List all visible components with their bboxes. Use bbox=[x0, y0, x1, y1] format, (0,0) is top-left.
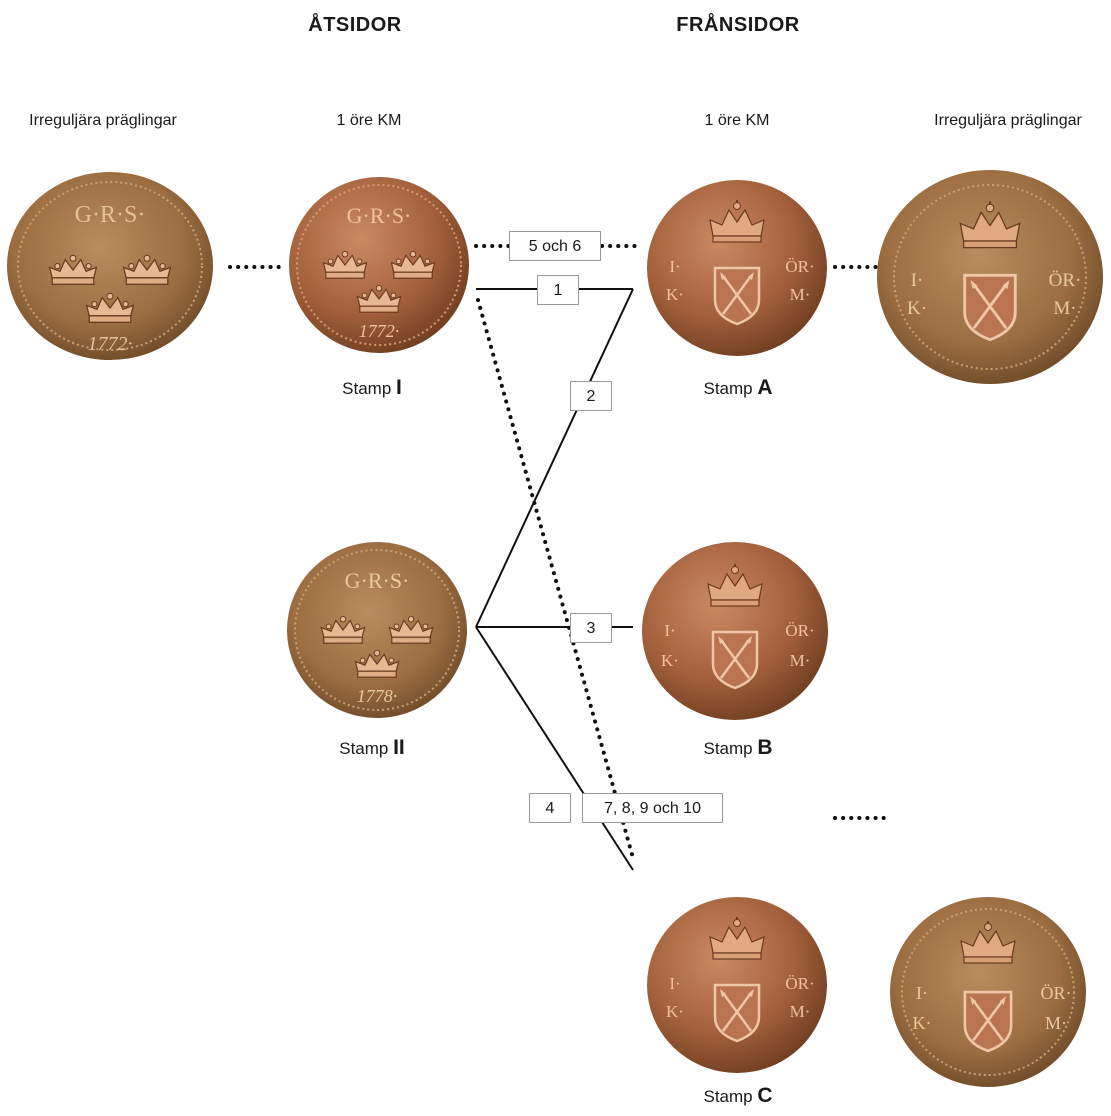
obverse-legend: G·R·S· bbox=[75, 202, 146, 228]
solid-link-II-A bbox=[476, 289, 633, 627]
link-label-4: 4 bbox=[529, 793, 571, 823]
svg-text:I·: I· bbox=[669, 257, 680, 276]
svg-text:K·: K· bbox=[666, 1002, 684, 1021]
coin-stamp-C: I· K· ÖR· M· bbox=[645, 895, 830, 1075]
svg-text:K·: K· bbox=[666, 285, 684, 304]
coin-irregular-reverse-C: I· K· ÖR· M· bbox=[888, 895, 1088, 1090]
coin-stamp-A: I· K· ÖR· M· bbox=[645, 178, 830, 358]
svg-text:I·: I· bbox=[669, 974, 680, 993]
stamp-label-A: Stamp A bbox=[703, 376, 772, 400]
svg-text:K·: K· bbox=[913, 1013, 932, 1033]
svg-text:I·: I· bbox=[664, 621, 675, 640]
solid-link-II-C bbox=[476, 627, 633, 870]
svg-text:ÖR·: ÖR· bbox=[785, 974, 814, 993]
coin-stamp-B: I· K· ÖR· M· bbox=[640, 540, 830, 722]
coin-irregular-obverse: G·R·S· 1772· bbox=[5, 170, 215, 362]
svg-text:ÖR·: ÖR· bbox=[785, 257, 814, 276]
coin-stamp-II: G·R·S· 1778· bbox=[285, 540, 470, 720]
svg-text:I·: I· bbox=[911, 270, 924, 291]
svg-text:M·: M· bbox=[1053, 298, 1076, 319]
stamp-label-C: Stamp C bbox=[703, 1084, 772, 1108]
stamp-label-I: Stamp I bbox=[342, 376, 402, 400]
svg-text:1772·: 1772· bbox=[359, 321, 400, 341]
svg-text:M·: M· bbox=[1045, 1013, 1067, 1033]
svg-text:K·: K· bbox=[907, 298, 927, 319]
link-label-3: 3 bbox=[570, 613, 612, 643]
link-label-5-och-6: 5 och 6 bbox=[509, 231, 601, 261]
svg-text:M·: M· bbox=[790, 651, 811, 670]
svg-text:K·: K· bbox=[661, 651, 679, 670]
svg-text:ÖR·: ÖR· bbox=[1049, 270, 1082, 291]
svg-text:ÖR·: ÖR· bbox=[785, 621, 814, 640]
svg-text:M·: M· bbox=[790, 1002, 811, 1021]
link-label-1: 1 bbox=[537, 275, 579, 305]
link-label-7-8-9-och-10: 7, 8, 9 och 10 bbox=[582, 793, 723, 823]
svg-text:1778·: 1778· bbox=[357, 686, 398, 706]
svg-text:M·: M· bbox=[790, 285, 811, 304]
coin-stamp-I: G·R·S· 1772· bbox=[287, 175, 472, 355]
stamp-label-II: Stamp II bbox=[339, 736, 405, 760]
svg-text:G·R·S·: G·R·S· bbox=[347, 203, 412, 228]
link-label-2: 2 bbox=[570, 381, 612, 411]
svg-text:G·R·S·: G·R·S· bbox=[345, 568, 410, 593]
svg-text:I·: I· bbox=[916, 983, 928, 1003]
svg-text:1772·: 1772· bbox=[88, 333, 133, 355]
svg-text:ÖR·: ÖR· bbox=[1041, 983, 1072, 1003]
coin-irregular-reverse-A: I· K· ÖR· M· bbox=[875, 168, 1105, 386]
stamp-label-B: Stamp B bbox=[703, 736, 772, 760]
